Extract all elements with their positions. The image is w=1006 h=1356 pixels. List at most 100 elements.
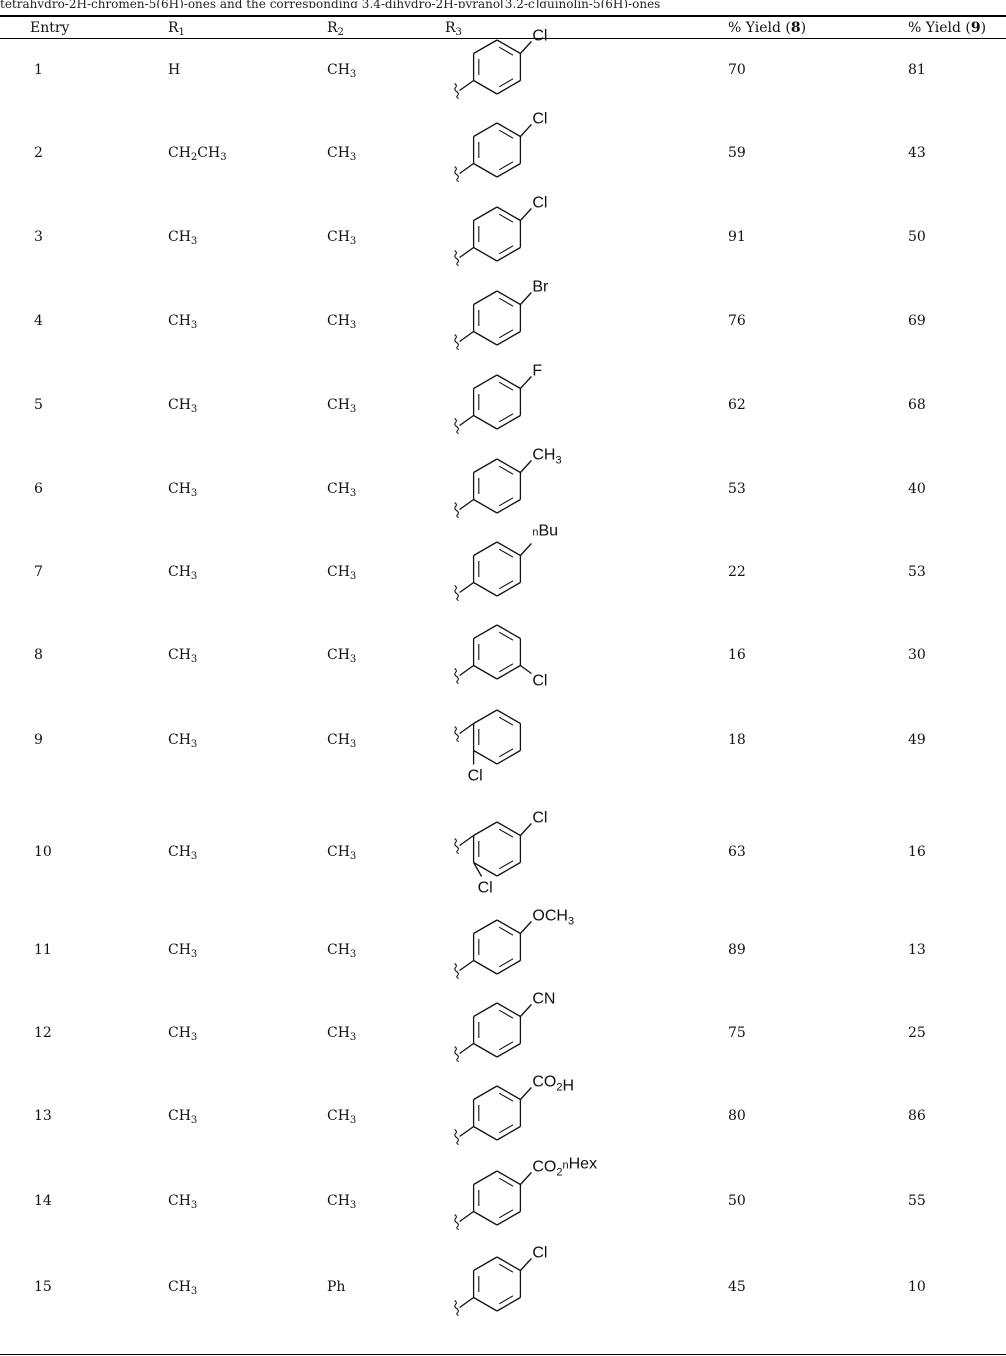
table-bottom-rule [0, 1354, 1006, 1355]
svg-text:CH3: CH3 [532, 447, 561, 467]
cell-r2: CH3 [327, 229, 357, 247]
aryl-ring-4-Cl: Cl [454, 195, 547, 267]
cell-r1: CH3 [168, 1108, 198, 1126]
cell-yield-8: 53 [728, 481, 746, 497]
aryl-ring-4-Cl: Cl [454, 111, 547, 183]
cell-r1: CH3 [168, 844, 198, 862]
cell-r1: CH3 [168, 229, 198, 247]
header-r2: R2 [327, 20, 344, 38]
header-entry: Entry [30, 20, 70, 36]
cell-yield-9: 30 [908, 647, 926, 663]
table-header: Entry R1 R2 R3 % Yield (8) % Yield (9) [0, 17, 1006, 38]
svg-text:CN: CN [532, 991, 555, 1008]
cell-yield-9: 69 [908, 313, 926, 329]
cell-r3-structure: Cl [440, 615, 660, 695]
svg-text:Cl: Cl [468, 768, 483, 785]
cell-yield-9: 86 [908, 1108, 926, 1124]
cell-r3-structure: CN [440, 991, 660, 1073]
aryl-ring-4-nBu: nBu [454, 523, 558, 602]
header-r3: R3 [445, 20, 462, 38]
cell-r2: CH3 [327, 481, 357, 499]
cell-yield-9: 25 [908, 1025, 926, 1041]
cell-yield-8: 16 [728, 647, 746, 663]
table-caption: tetrahydro-2H-chromen-5(6H)-ones and the… [0, 0, 661, 8]
aryl-ring-4-CO2H: CO2H [454, 1074, 574, 1146]
cell-yield-8: 91 [728, 229, 746, 245]
cell-r1: CH3 [168, 647, 198, 665]
cell-yield-8: 18 [728, 732, 746, 748]
cell-r3-structure: F [440, 363, 660, 445]
cell-entry: 6 [34, 481, 43, 497]
cell-r1: CH2CH3 [168, 145, 227, 163]
svg-text:Cl: Cl [532, 195, 547, 212]
table-row: 8 CH3 CH3 16 30 [0, 647, 1006, 665]
cell-r2: CH3 [327, 647, 357, 665]
cell-entry: 4 [34, 313, 43, 329]
cell-r2: CH3 [327, 145, 357, 163]
svg-text:Cl: Cl [532, 111, 547, 128]
svg-text:F: F [532, 363, 542, 380]
cell-r1: CH3 [168, 1193, 198, 1211]
cell-yield-9: 55 [908, 1193, 926, 1209]
cell-yield-9: 40 [908, 481, 926, 497]
cell-r2: Ph [327, 1279, 346, 1295]
cell-yield-8: 62 [728, 397, 746, 413]
cell-yield-8: 63 [728, 844, 746, 860]
cell-entry: 14 [34, 1193, 52, 1209]
aryl-ring-4-Br: Br [454, 279, 549, 351]
cell-r2: CH3 [327, 1193, 357, 1211]
aryl-ring-4-F: F [454, 363, 542, 435]
cell-yield-8: 59 [728, 145, 746, 161]
cell-yield-8: 75 [728, 1025, 746, 1041]
cell-r2: CH3 [327, 313, 357, 331]
cell-yield-8: 22 [728, 564, 746, 580]
svg-text:Cl: Cl [532, 810, 547, 827]
aryl-ring-4-CH3: CH3 [454, 447, 562, 519]
cell-r2: CH3 [327, 397, 357, 415]
cell-r1: CH3 [168, 1279, 198, 1297]
cell-entry: 5 [34, 397, 43, 413]
cell-r2: CH3 [327, 564, 357, 582]
cell-r2: CH3 [327, 62, 357, 80]
svg-text:Cl: Cl [532, 673, 547, 690]
cell-r1: CH3 [168, 481, 198, 499]
cell-r2: CH3 [327, 1108, 357, 1126]
cell-yield-8: 70 [728, 62, 746, 78]
cell-entry: 11 [34, 942, 52, 958]
cell-r1: CH3 [168, 313, 198, 331]
cell-yield-9: 50 [908, 229, 926, 245]
svg-text:Cl: Cl [532, 28, 547, 45]
aryl-ring-4-CN: CN [454, 991, 555, 1063]
cell-r2: CH3 [327, 844, 357, 862]
header-yield-8: % Yield (8) [728, 20, 807, 36]
svg-text:Cl: Cl [478, 880, 493, 897]
cell-r1: CH3 [168, 397, 198, 415]
cell-yield-9: 13 [908, 942, 926, 958]
cell-yield-9: 43 [908, 145, 926, 161]
cell-r1: CH3 [168, 942, 198, 960]
aryl-ring-4-CO2nHex: CO2nHex [454, 1156, 597, 1231]
svg-text:OCH3: OCH3 [532, 908, 574, 928]
aryl-ring-4-Cl: Cl [454, 28, 547, 100]
svg-text:Br: Br [532, 279, 549, 296]
aryl-ring-4-Cl: Cl [454, 1245, 547, 1317]
aryl-ring-4-OCH3: OCH3 [454, 908, 574, 980]
cell-r3-structure: Cl [440, 195, 660, 277]
cell-yield-9: 49 [908, 732, 926, 748]
cell-entry: 10 [34, 844, 52, 860]
cell-entry: 8 [34, 647, 43, 663]
cell-entry: 3 [34, 229, 43, 245]
cell-r1: CH3 [168, 732, 198, 750]
cell-r3-structure: CO2nHex [440, 1156, 660, 1241]
cell-r3-structure: nBu [440, 523, 660, 612]
cell-r3-structure: Br [440, 279, 660, 361]
table-header-rule [0, 38, 1006, 39]
cell-r2: CH3 [327, 942, 357, 960]
